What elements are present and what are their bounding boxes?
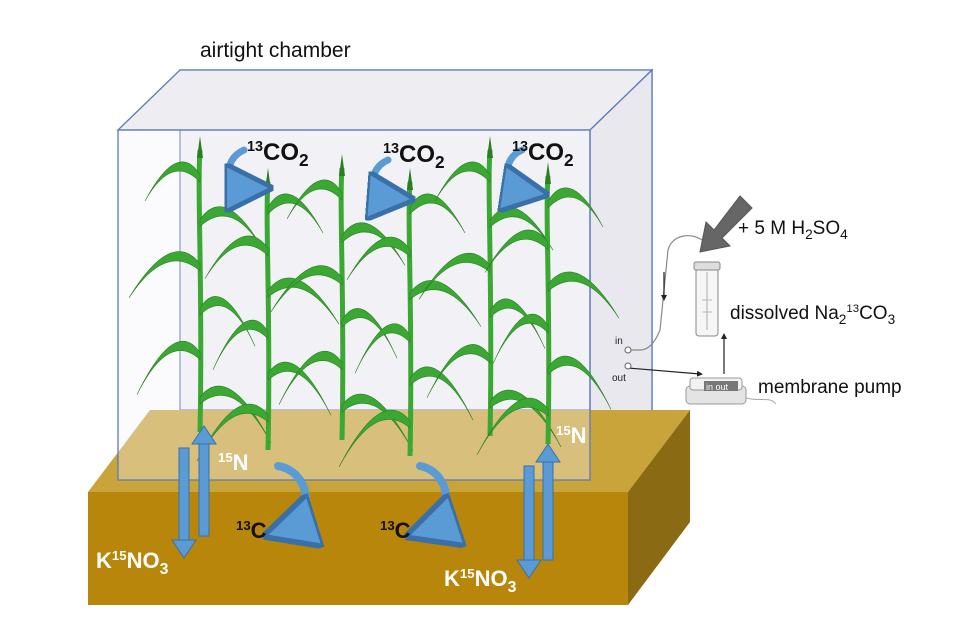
co2-label-1: 13CO2	[247, 139, 309, 170]
plant-leaf	[338, 409, 411, 468]
plant-stem	[544, 175, 552, 445]
acid-pointer-arrow	[699, 195, 753, 253]
maize-plants	[128, 136, 620, 468]
plant-leaf	[341, 308, 398, 359]
plant-leaf	[547, 355, 612, 410]
acid-label: + 5 M H2SO4	[738, 218, 848, 242]
c13-arrow-2	[420, 462, 446, 530]
plant-leaf	[418, 252, 491, 300]
plant-leaf	[341, 222, 406, 266]
plant-leaf	[476, 397, 549, 456]
tube-to-vial	[628, 235, 703, 351]
co2-arrow-2	[374, 156, 396, 198]
plant-leaf	[484, 229, 549, 273]
n15-label-right: 15N	[556, 423, 587, 448]
co2-arrow-1	[229, 146, 254, 188]
port-out	[624, 362, 632, 370]
plant-stem	[196, 149, 204, 433]
plant-leaf	[547, 187, 604, 228]
tube-return	[627, 367, 703, 377]
co2-uptake-arrows	[229, 146, 530, 198]
plant-leaf	[409, 366, 474, 421]
c13-label-2: 13C	[380, 518, 411, 543]
plant-stem	[406, 181, 414, 457]
kno3-down-arrow-left	[178, 447, 190, 541]
plant-leaf	[354, 323, 411, 374]
plant-tassel	[487, 136, 493, 158]
co2-label-3: 13CO2	[512, 139, 574, 170]
plant-leaf	[212, 319, 269, 370]
labeling-apparatus: in out in out	[612, 195, 777, 405]
plant-leaf	[204, 235, 269, 279]
plant-stem	[486, 149, 494, 437]
membrane-pump: in out	[685, 377, 777, 405]
kno3-down-arrow-right	[523, 465, 535, 561]
kno3-down-arrowhead-right	[516, 559, 542, 579]
plant-leaf	[128, 251, 201, 298]
pump-label: membrane pump	[758, 377, 902, 398]
n15-up-arrowhead-right	[535, 443, 561, 463]
n15-up-arrow-left	[198, 443, 210, 537]
kno3-label-right: K15NO3	[444, 566, 517, 596]
plant-leaf	[409, 280, 482, 327]
kno3-down-arrowhead-left	[171, 539, 197, 559]
plant-leaf	[199, 296, 256, 347]
chamber-front-panel	[117, 129, 591, 481]
n15-up-arrow-right	[542, 461, 554, 561]
port-out-label: out	[612, 373, 626, 384]
plant-leaf	[267, 193, 324, 234]
kno3-label-left: K15NO3	[96, 548, 169, 578]
plant-stem	[264, 181, 272, 451]
plant-leaf	[267, 277, 340, 325]
nitrogen-arrows	[171, 425, 561, 579]
plant-leaf	[196, 403, 269, 462]
plant-leaf	[346, 236, 411, 280]
plant-leaf	[286, 179, 343, 220]
port-in	[624, 346, 632, 354]
n15-label-left: 15N	[218, 450, 249, 475]
plant-leaf	[278, 351, 343, 405]
plant-leaf	[547, 271, 620, 319]
plant-leaf	[144, 161, 201, 202]
plant-leaf	[489, 298, 546, 349]
plant-leaf	[341, 393, 414, 452]
plant-tassel	[197, 136, 203, 158]
n15-up-arrowhead-left	[191, 425, 217, 445]
dissolved-label: dissolved Na213CO3	[730, 303, 895, 327]
plant-leaf	[409, 193, 466, 234]
chamber-label: airtight chamber	[200, 39, 351, 62]
plant-leaf	[426, 344, 491, 398]
plant-tassel	[339, 154, 345, 176]
c13-arrow-1	[278, 462, 306, 530]
plant-leaf	[434, 161, 491, 202]
plant-leaf	[270, 265, 343, 312]
c13-root-arrows	[278, 462, 446, 530]
c13-label-1: 13C	[236, 518, 267, 543]
vial	[693, 261, 721, 337]
co2-arrow-3	[508, 146, 530, 192]
port-in-label: in	[615, 336, 623, 347]
plant-stem	[338, 167, 346, 441]
co2-label-2: 13CO2	[383, 141, 445, 172]
pump-in-out-label: in out	[706, 382, 729, 392]
plant-leaf	[492, 313, 549, 364]
plant-leaf	[136, 341, 201, 395]
plant-leaf	[199, 385, 272, 444]
